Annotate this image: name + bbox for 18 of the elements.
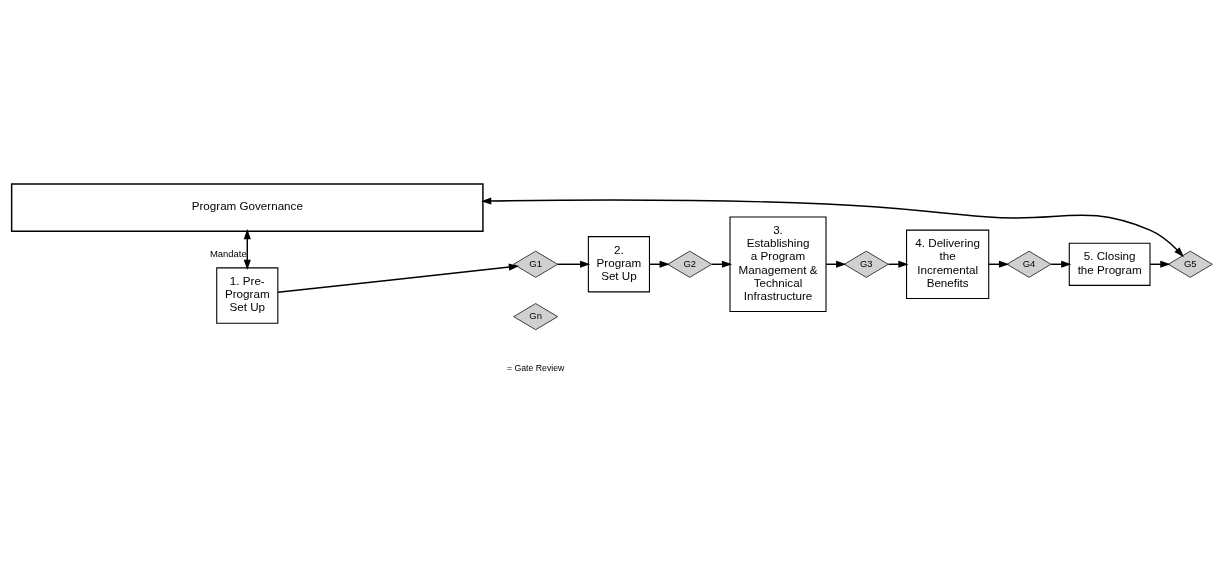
node-diamond: G3 — [843, 250, 889, 278]
node-diamond: G2 — [667, 250, 713, 278]
node-diamond: G4 — [1006, 250, 1052, 278]
node-box: 4. Delivering the Incremental Benefits — [906, 229, 990, 299]
node-box: 2. Program Set Up — [587, 236, 650, 293]
arrow — [243, 229, 251, 270]
node-box: 3. Establishing a Program Management & Technical Infrastructure — [729, 216, 827, 313]
arrow — [556, 260, 591, 268]
node-diamond: G5 — [1167, 250, 1213, 278]
arrow — [277, 263, 519, 293]
label: = Gate Review — [506, 363, 565, 374]
edge-label: Mandate — [210, 247, 247, 259]
node-diamond: G1 — [513, 250, 558, 278]
node-box: Program Governance — [10, 183, 484, 232]
node-diamond: Gn — [513, 303, 558, 331]
node-box: 5. Closing the Program — [1068, 242, 1151, 286]
arrow — [481, 197, 1184, 258]
node-box: 1. Pre- Program Set Up — [216, 267, 279, 324]
